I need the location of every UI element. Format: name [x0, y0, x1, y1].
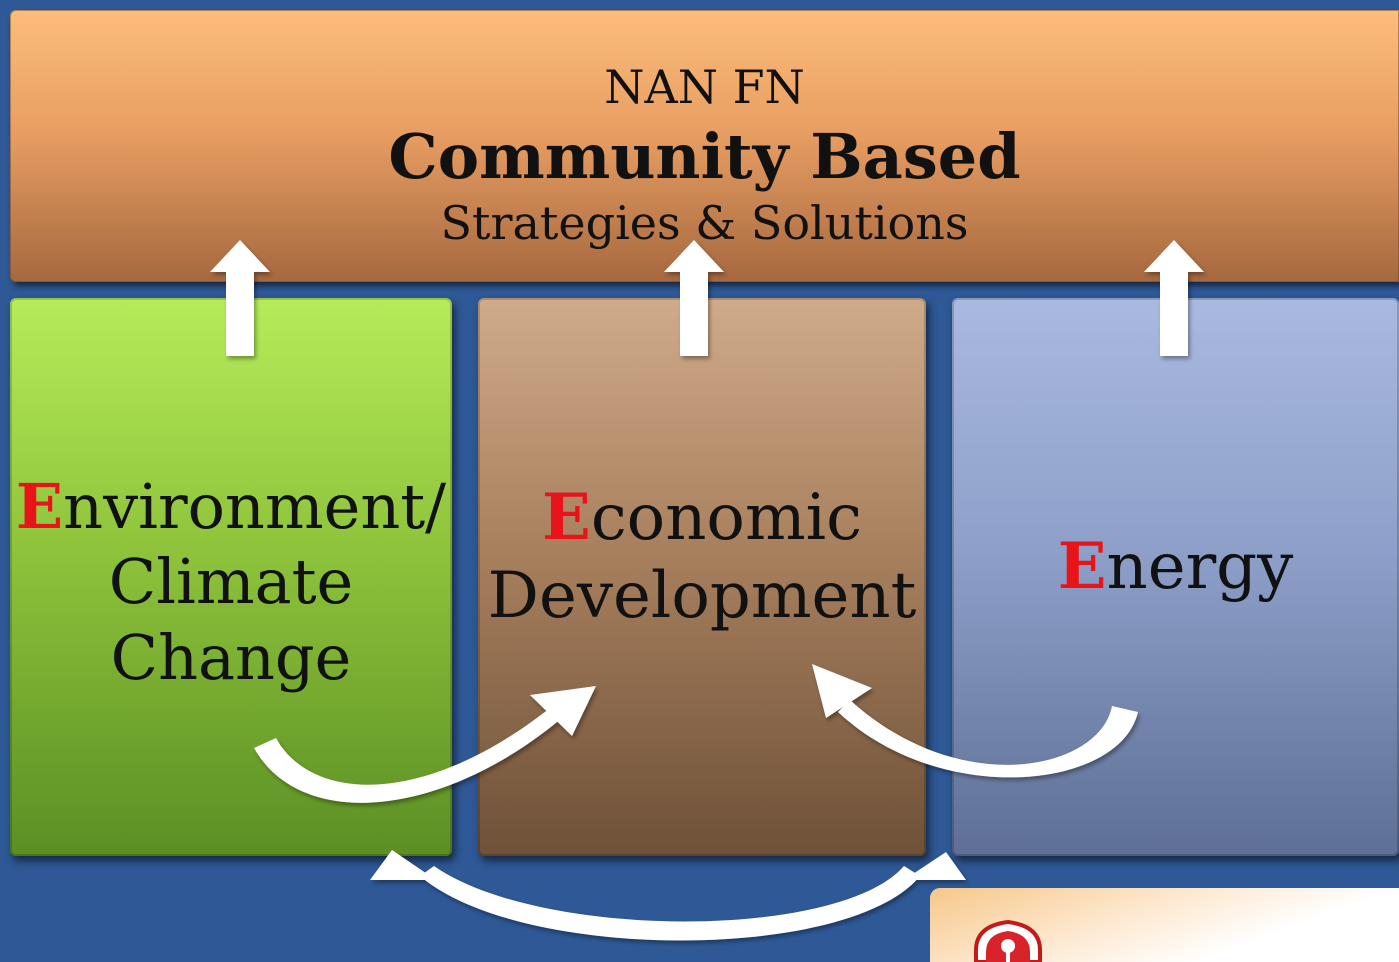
banner-subtitle: Strategies & Solutions [440, 196, 969, 250]
up-arrow-icon [664, 240, 724, 356]
economic-line-2: Development [487, 559, 917, 633]
banner-line-1: NAN FN [604, 60, 805, 114]
curved-arrow-icon [812, 664, 1138, 778]
environment-line-3: Change [110, 620, 352, 694]
up-arrow-icon [210, 240, 270, 356]
banner: NAN FN Community Based Strategies & Solu… [10, 10, 1399, 282]
logo-seal [974, 919, 1042, 962]
economic-box: Economic Development [478, 298, 926, 856]
energy-label: Energy [1058, 528, 1294, 606]
economic-initial: E [542, 479, 591, 555]
environment-label: Environment/ Climate Change [16, 469, 446, 696]
energy-box: Energy [952, 298, 1399, 856]
economic-line-1: conomic [590, 480, 862, 555]
energy-line-1: nergy [1106, 529, 1294, 604]
energy-initial: E [1057, 528, 1107, 604]
economic-label: Economic Development [488, 479, 917, 635]
environment-line-2: Climate [108, 545, 354, 619]
environment-box: Environment/ Climate Change [10, 298, 452, 856]
logo-card [930, 888, 1399, 962]
up-arrow-icon [1144, 240, 1204, 356]
environment-initial: E [15, 469, 64, 543]
curved-arrow-icon [370, 850, 966, 941]
curved-arrow-icon [254, 686, 596, 803]
environment-line-1: nvironment/ [63, 469, 447, 543]
banner-title: Community Based [388, 120, 1021, 193]
